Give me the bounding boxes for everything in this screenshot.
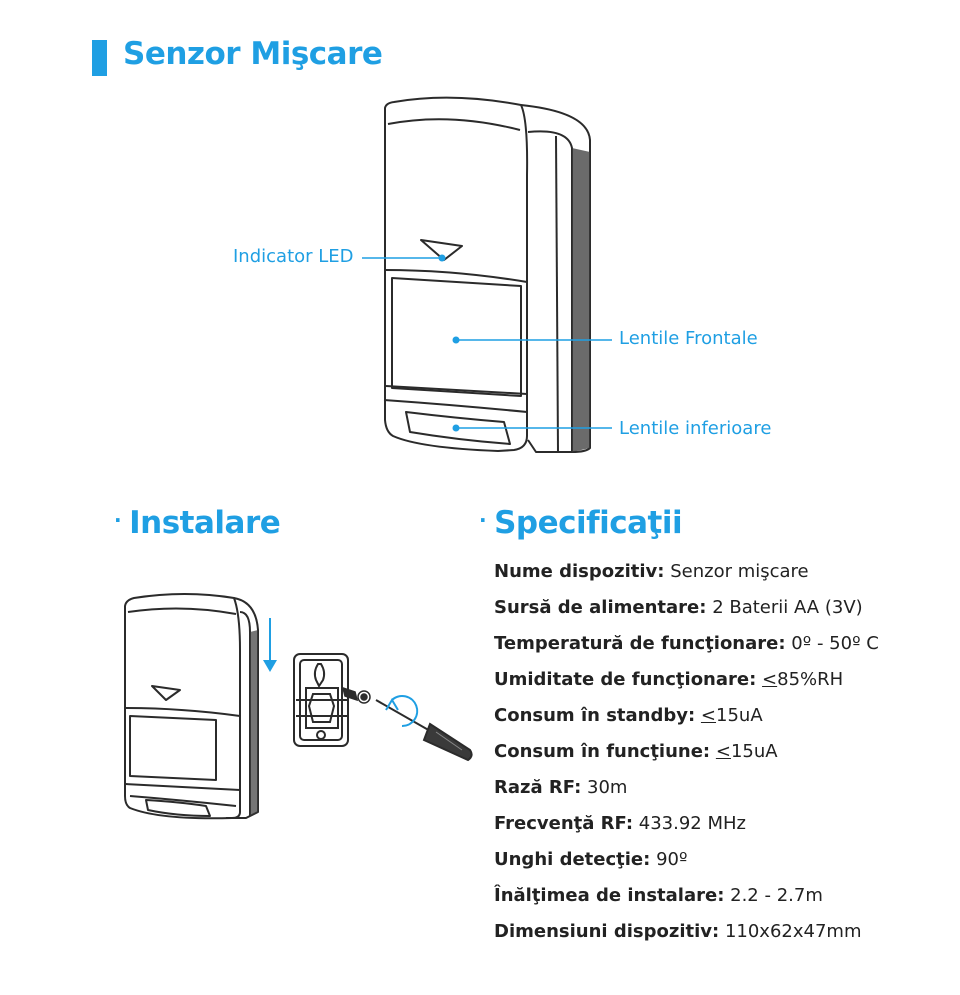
spec-row: Nume dispozitiv: Senzor mişcare bbox=[494, 561, 809, 582]
spec-row: Dimensiuni dispozitiv: 110x62x47mm bbox=[494, 921, 862, 942]
spec-row: Unghi detecţie: 90º bbox=[494, 849, 688, 870]
specs-section-title: ·Specificaţii bbox=[479, 505, 683, 541]
spec-row: Consum în standby: <15uA bbox=[494, 705, 763, 726]
spec-row: Frecvenţă RF: 433.92 MHz bbox=[494, 813, 746, 834]
callout-bottom-lens: Lentile inferioare bbox=[619, 418, 772, 439]
spec-row: Umiditate de funcţionare: <85%RH bbox=[494, 669, 844, 690]
install-sensor bbox=[124, 593, 259, 820]
install-section-title: ·Instalare bbox=[114, 505, 281, 541]
callout-led: Indicator LED bbox=[233, 246, 354, 267]
spec-row: Rază RF: 30m bbox=[494, 777, 628, 798]
mounting-bracket bbox=[293, 653, 349, 747]
screw-icon bbox=[341, 686, 371, 704]
spec-row: Sursă de alimentare: 2 Baterii AA (3V) bbox=[494, 597, 863, 618]
spec-row: Consum în funcţiune: <15uA bbox=[494, 741, 778, 762]
screwdriver-icon bbox=[375, 699, 473, 762]
rotate-icon bbox=[385, 695, 419, 728]
mount-arrow-icon bbox=[263, 618, 277, 672]
spec-row: Temperatură de funcţionare: 0º - 50º C bbox=[494, 633, 879, 654]
title-accent-bar bbox=[92, 40, 107, 76]
callout-front-lens: Lentile Frontale bbox=[619, 328, 758, 349]
spec-list: Nume dispozitiv: Senzor mişcare Sursă de… bbox=[494, 558, 879, 954]
spec-row: Înălţimea de instalare: 2.2 - 2.7m bbox=[494, 885, 823, 906]
page-title: Senzor Mişcare bbox=[123, 36, 383, 72]
